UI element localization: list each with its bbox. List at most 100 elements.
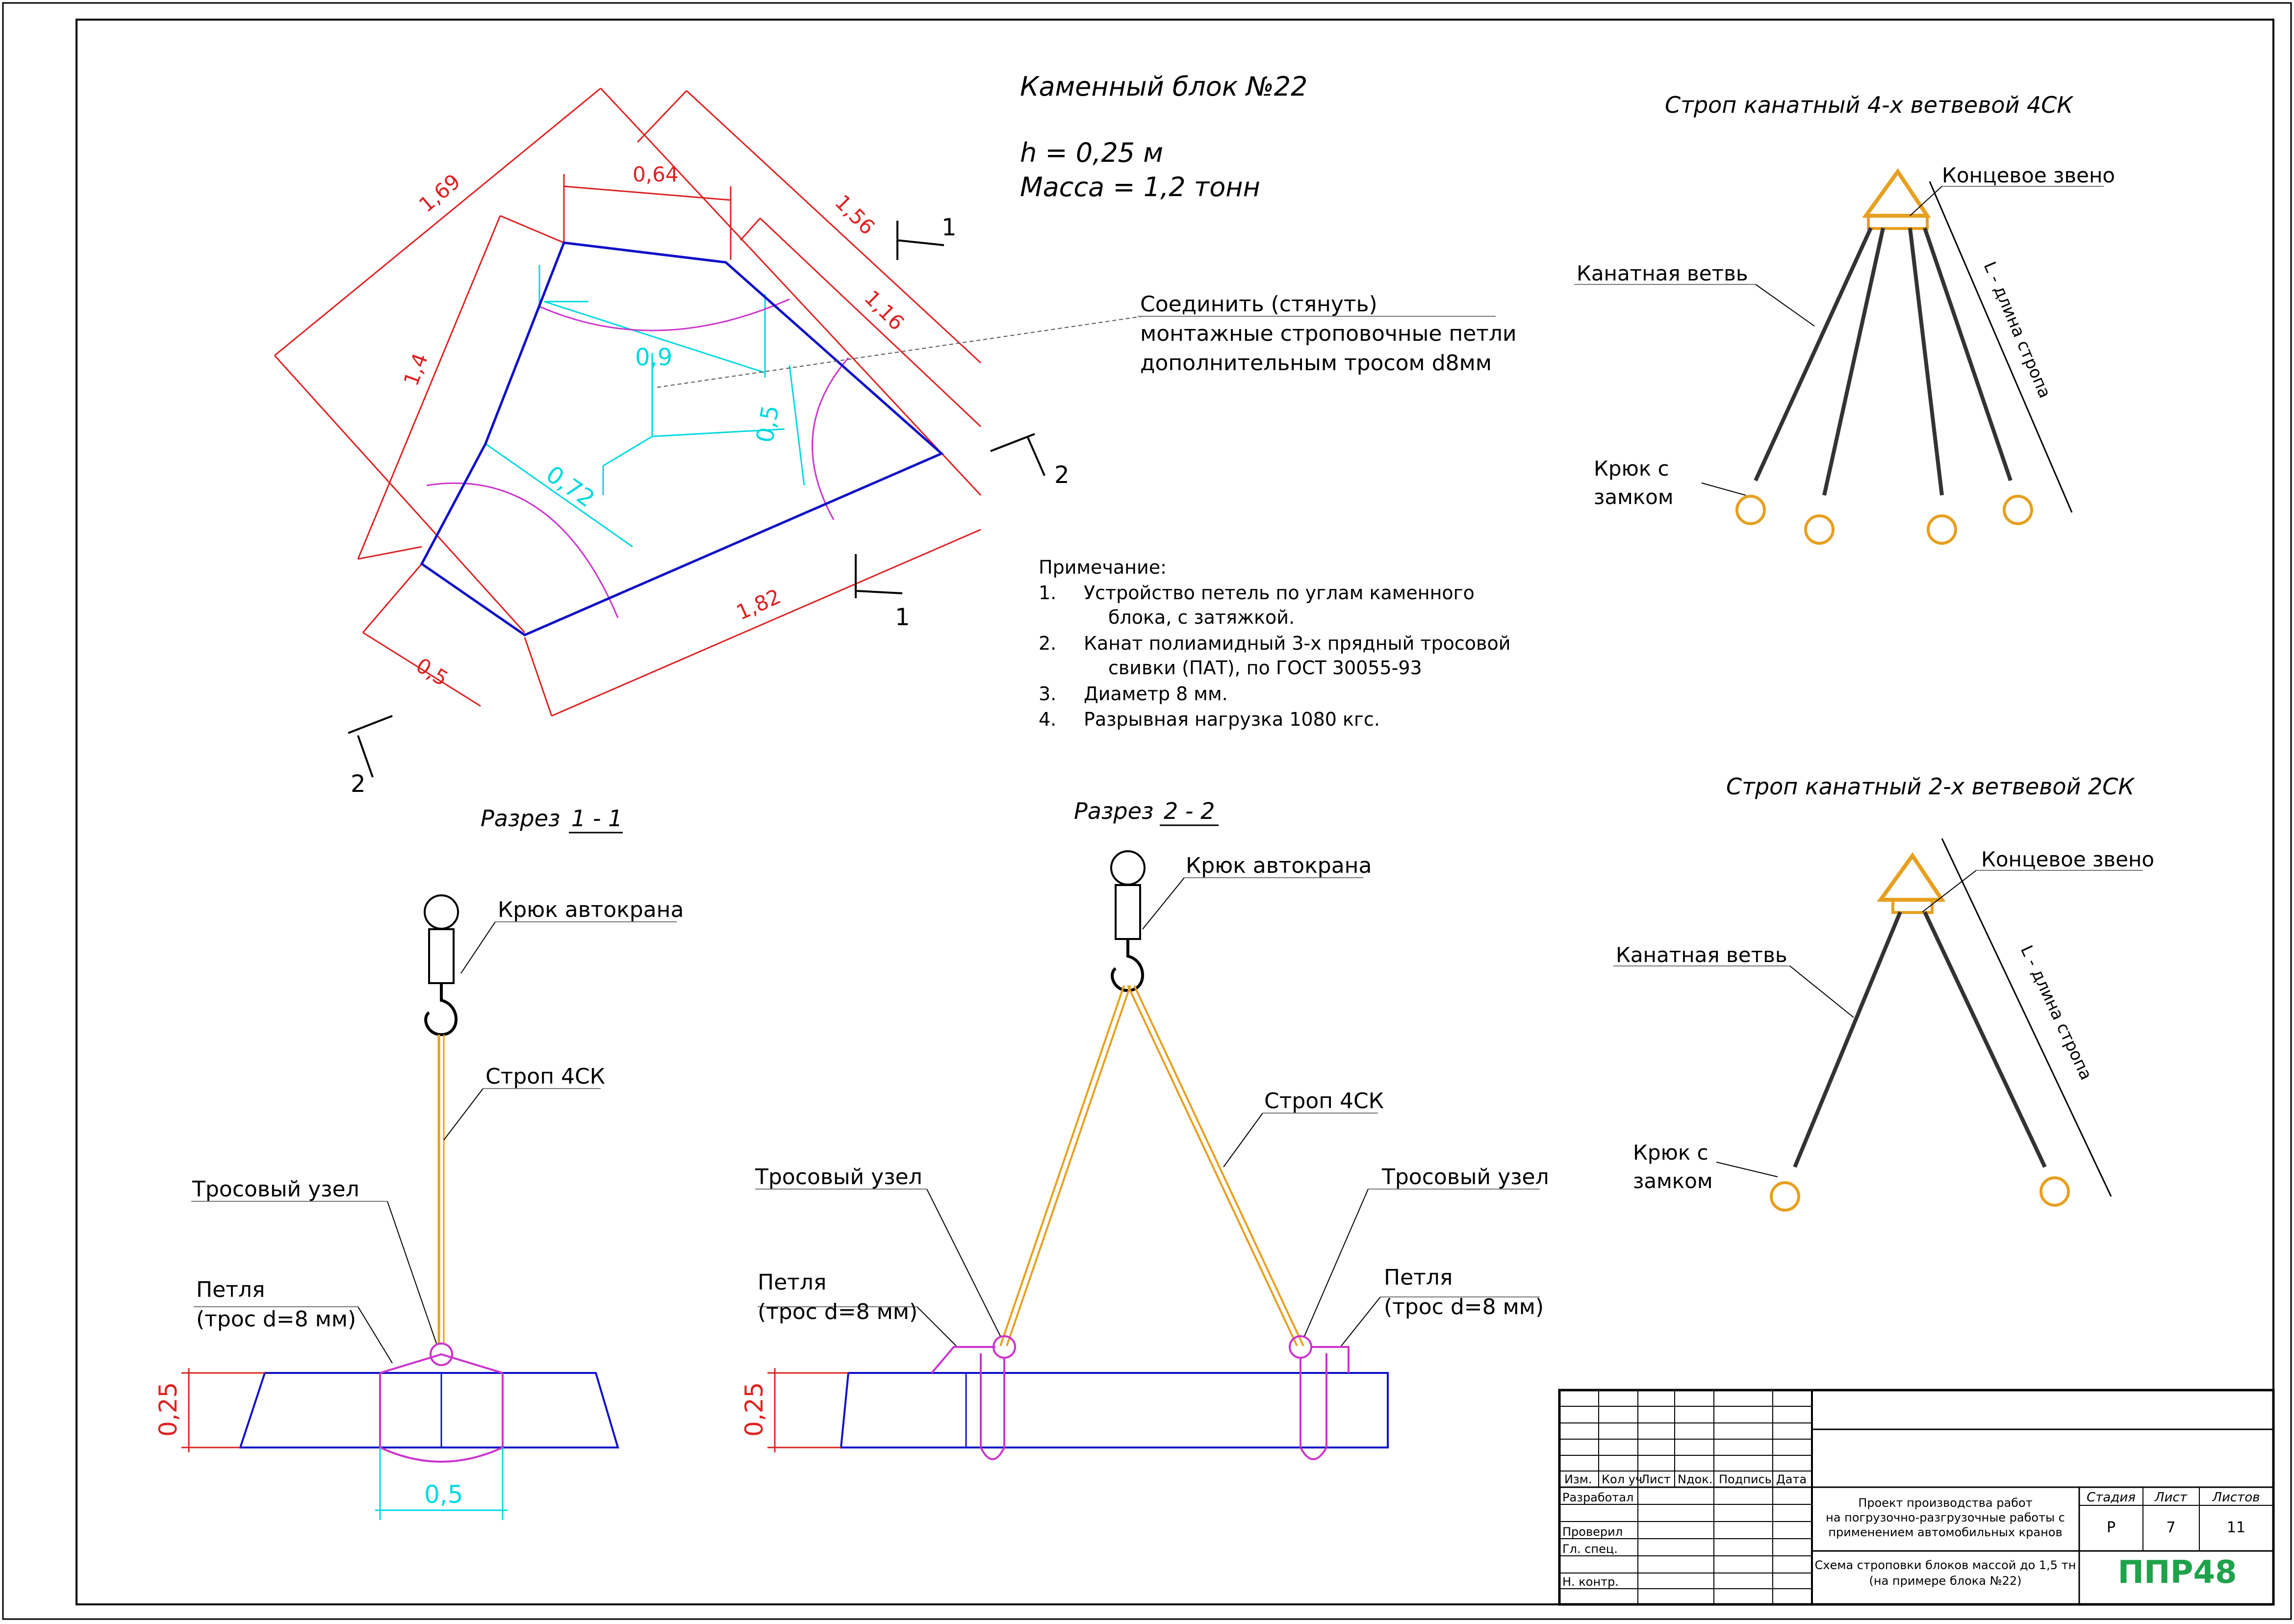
dim-0-5-inner: 0,5 (751, 403, 785, 445)
section11-crane-hook-ring (424, 894, 459, 930)
dim-0-9: 0,9 (635, 344, 672, 371)
section11-title-mark: 1 - 1 (571, 805, 622, 832)
section22-title-mark: 2 - 2 (1164, 798, 1215, 824)
section-1-1: Разрез 1 - 1 Крюк автокрана Строп 4СК Тр… (154, 805, 684, 1520)
section-mark-1-bottom: 1 (895, 604, 910, 631)
tb-stage-header: Стадия (2087, 1490, 2136, 1505)
tb-project-l2: на погрузочно-разгрузочные работы с (1826, 1511, 2065, 1524)
section-mark-2-left: 2 (351, 770, 366, 798)
section22-loop-left-l2: (трос d=8 мм) (758, 1299, 918, 1324)
section11-crane-hook-label: Крюк автокрана (498, 897, 684, 922)
plan-view: 1,69 0,64 1,56 1,16 1,4 0,9 0,5 0,72 1,8… (274, 87, 1496, 798)
sling-4-leg: Строп канатный 4-х ветвевой 4СК Концевое… (1574, 92, 2115, 545)
sling2-title: Строп канатный 2-х ветвевой 2СК (1726, 773, 2135, 800)
section-mark-2-right: 2 (1054, 461, 1070, 489)
note-2-num: 2. (1039, 633, 1056, 654)
block-height: h = 0,25 м (1020, 137, 1163, 168)
section22-sling-legs (999, 985, 1304, 1346)
sling2-hook-l2: замком (1633, 1169, 1713, 1193)
section11-title-prefix: Разрез (481, 805, 560, 832)
section22-block (840, 1372, 1389, 1448)
section22-knot-right-label: Тросовый узел (1381, 1165, 1549, 1190)
tb-list-header: Лист (2154, 1490, 2188, 1505)
title-block-text: Изм. Кол уч Лист Nдок. Подпись Дата Разр… (1562, 1472, 2260, 1591)
sling4-hooks (1735, 495, 2033, 545)
tb-list-value: 7 (2166, 1519, 2175, 1536)
section11-sling-label: Строп 4СК (485, 1064, 605, 1089)
tb-lists-header: Листов (2212, 1490, 2260, 1505)
sling2-rope-legs (1793, 911, 2047, 1168)
section11-crane-hook (424, 983, 458, 1037)
tb-stage-value: Р (2107, 1519, 2116, 1536)
block-outline (420, 241, 944, 636)
sling4-hook-l2: замком (1594, 485, 1674, 509)
callout-leader (657, 316, 1143, 388)
section11-knot (430, 1343, 453, 1366)
dim-1-69: 1,69 (414, 169, 465, 217)
note-3-line1: Диаметр 8 мм. (1084, 683, 1228, 705)
sling4-hook-l1: Крюк с (1594, 457, 1669, 481)
sling-2-leg: Строп канатный 2-х ветвевой 2СК Концевое… (1613, 773, 2154, 1212)
tb-col-podpis: Подпись (1719, 1472, 1772, 1486)
tb-n-kontr: Н. контр. (1562, 1575, 1619, 1589)
plan-loop-arcs (426, 298, 849, 618)
section22-crane-hook-label: Крюк автокрана (1186, 853, 1372, 878)
tb-col-ndok: Nдок. (1678, 1472, 1712, 1486)
tb-col-izm: Изм. (1564, 1472, 1592, 1486)
section-markers (348, 221, 1045, 778)
note-3-num: 3. (1039, 683, 1056, 705)
sling2-length-label: L - длина стропа (2016, 942, 2096, 1083)
note-2-line2: свивки (ПАТ), по ГОСТ 30055-93 (1108, 657, 1422, 679)
title-block (1558, 1389, 2275, 1606)
section22-height-label: 0,25 (740, 1382, 768, 1437)
sling2-hooks (1770, 1176, 2070, 1212)
inner-frame (76, 19, 2274, 1605)
section11-loop-l2: (трос d=8 мм) (196, 1307, 356, 1332)
section11-loop (379, 1353, 504, 1463)
section22-knot-right (1289, 1335, 1312, 1359)
sling4-end-link-label: Концевое звено (1942, 163, 2115, 187)
tb-proveril: Проверил (1562, 1525, 1623, 1539)
section11-width-dim (375, 1447, 508, 1520)
sling4-length-line (1929, 181, 2073, 513)
dim-1-56: 1,56 (830, 190, 880, 239)
section22-sling-label: Строп 4СК (1264, 1089, 1384, 1114)
dim-0-64: 0,64 (633, 162, 679, 186)
block-title: Каменный блок №22 (1020, 71, 1307, 102)
tb-gl-spec: Гл. спец. (1562, 1542, 1618, 1556)
section-mark-1-top: 1 (942, 214, 957, 241)
sling4-rope-legs (1754, 227, 2013, 496)
company-logo: ППР48 (2117, 1554, 2237, 1591)
sling2-hook-l1: Крюк с (1633, 1141, 1708, 1165)
section-2-2: Разрез 2 - 2 Крюк автокрана Строп 4СК Тр… (740, 798, 1549, 1460)
callout-line3: дополнительным тросом d8мм (1140, 351, 1492, 376)
note-1-line2: блока, с затяжкой. (1108, 607, 1295, 628)
callout-line2: монтажные строповочные петли (1140, 321, 1517, 346)
tb-lists-value: 11 (2227, 1519, 2245, 1536)
section11-height-dim (181, 1368, 265, 1452)
section11-knot-label: Тросовый узел (192, 1177, 359, 1202)
sling4-length-label: L - длина стропа (1980, 259, 2055, 401)
note-4-line1: Разрывная нагрузка 1080 кгс. (1084, 709, 1380, 730)
section22-height-dim (767, 1368, 848, 1452)
dim-1-16: 1,16 (860, 285, 909, 335)
sling4-end-link (1862, 168, 1931, 218)
sling2-length-line (1941, 838, 2112, 1197)
tb-project-l3: применением автомобильных кранов (1828, 1525, 2062, 1539)
tb-sheet-l1: Схема строповки блоков массой до 1,5 тн (1815, 1558, 2076, 1572)
tb-razrabotal: Разработал (1562, 1491, 1633, 1504)
sling2-end-link-label: Концевое звено (1981, 847, 2154, 871)
tb-col-kol: Кол уч (1602, 1472, 1642, 1486)
tb-col-data: Дата (1776, 1472, 1807, 1486)
notes: Примечание: 1. Устройство петель по угла… (1039, 557, 1510, 730)
section22-crane-hook-ring (1110, 850, 1146, 886)
section11-height-label: 0,25 (154, 1382, 182, 1437)
block-mass: Масса = 1,2 тонн (1020, 172, 1260, 203)
section11-loop-l1: Петля (196, 1277, 265, 1302)
section22-title-prefix: Разрез (1074, 798, 1153, 824)
tb-sheet-l2: (на примере блока №22) (1869, 1574, 2022, 1588)
note-1-num: 1. (1039, 582, 1056, 604)
tb-project-l1: Проект производства работ (1858, 1496, 2032, 1510)
